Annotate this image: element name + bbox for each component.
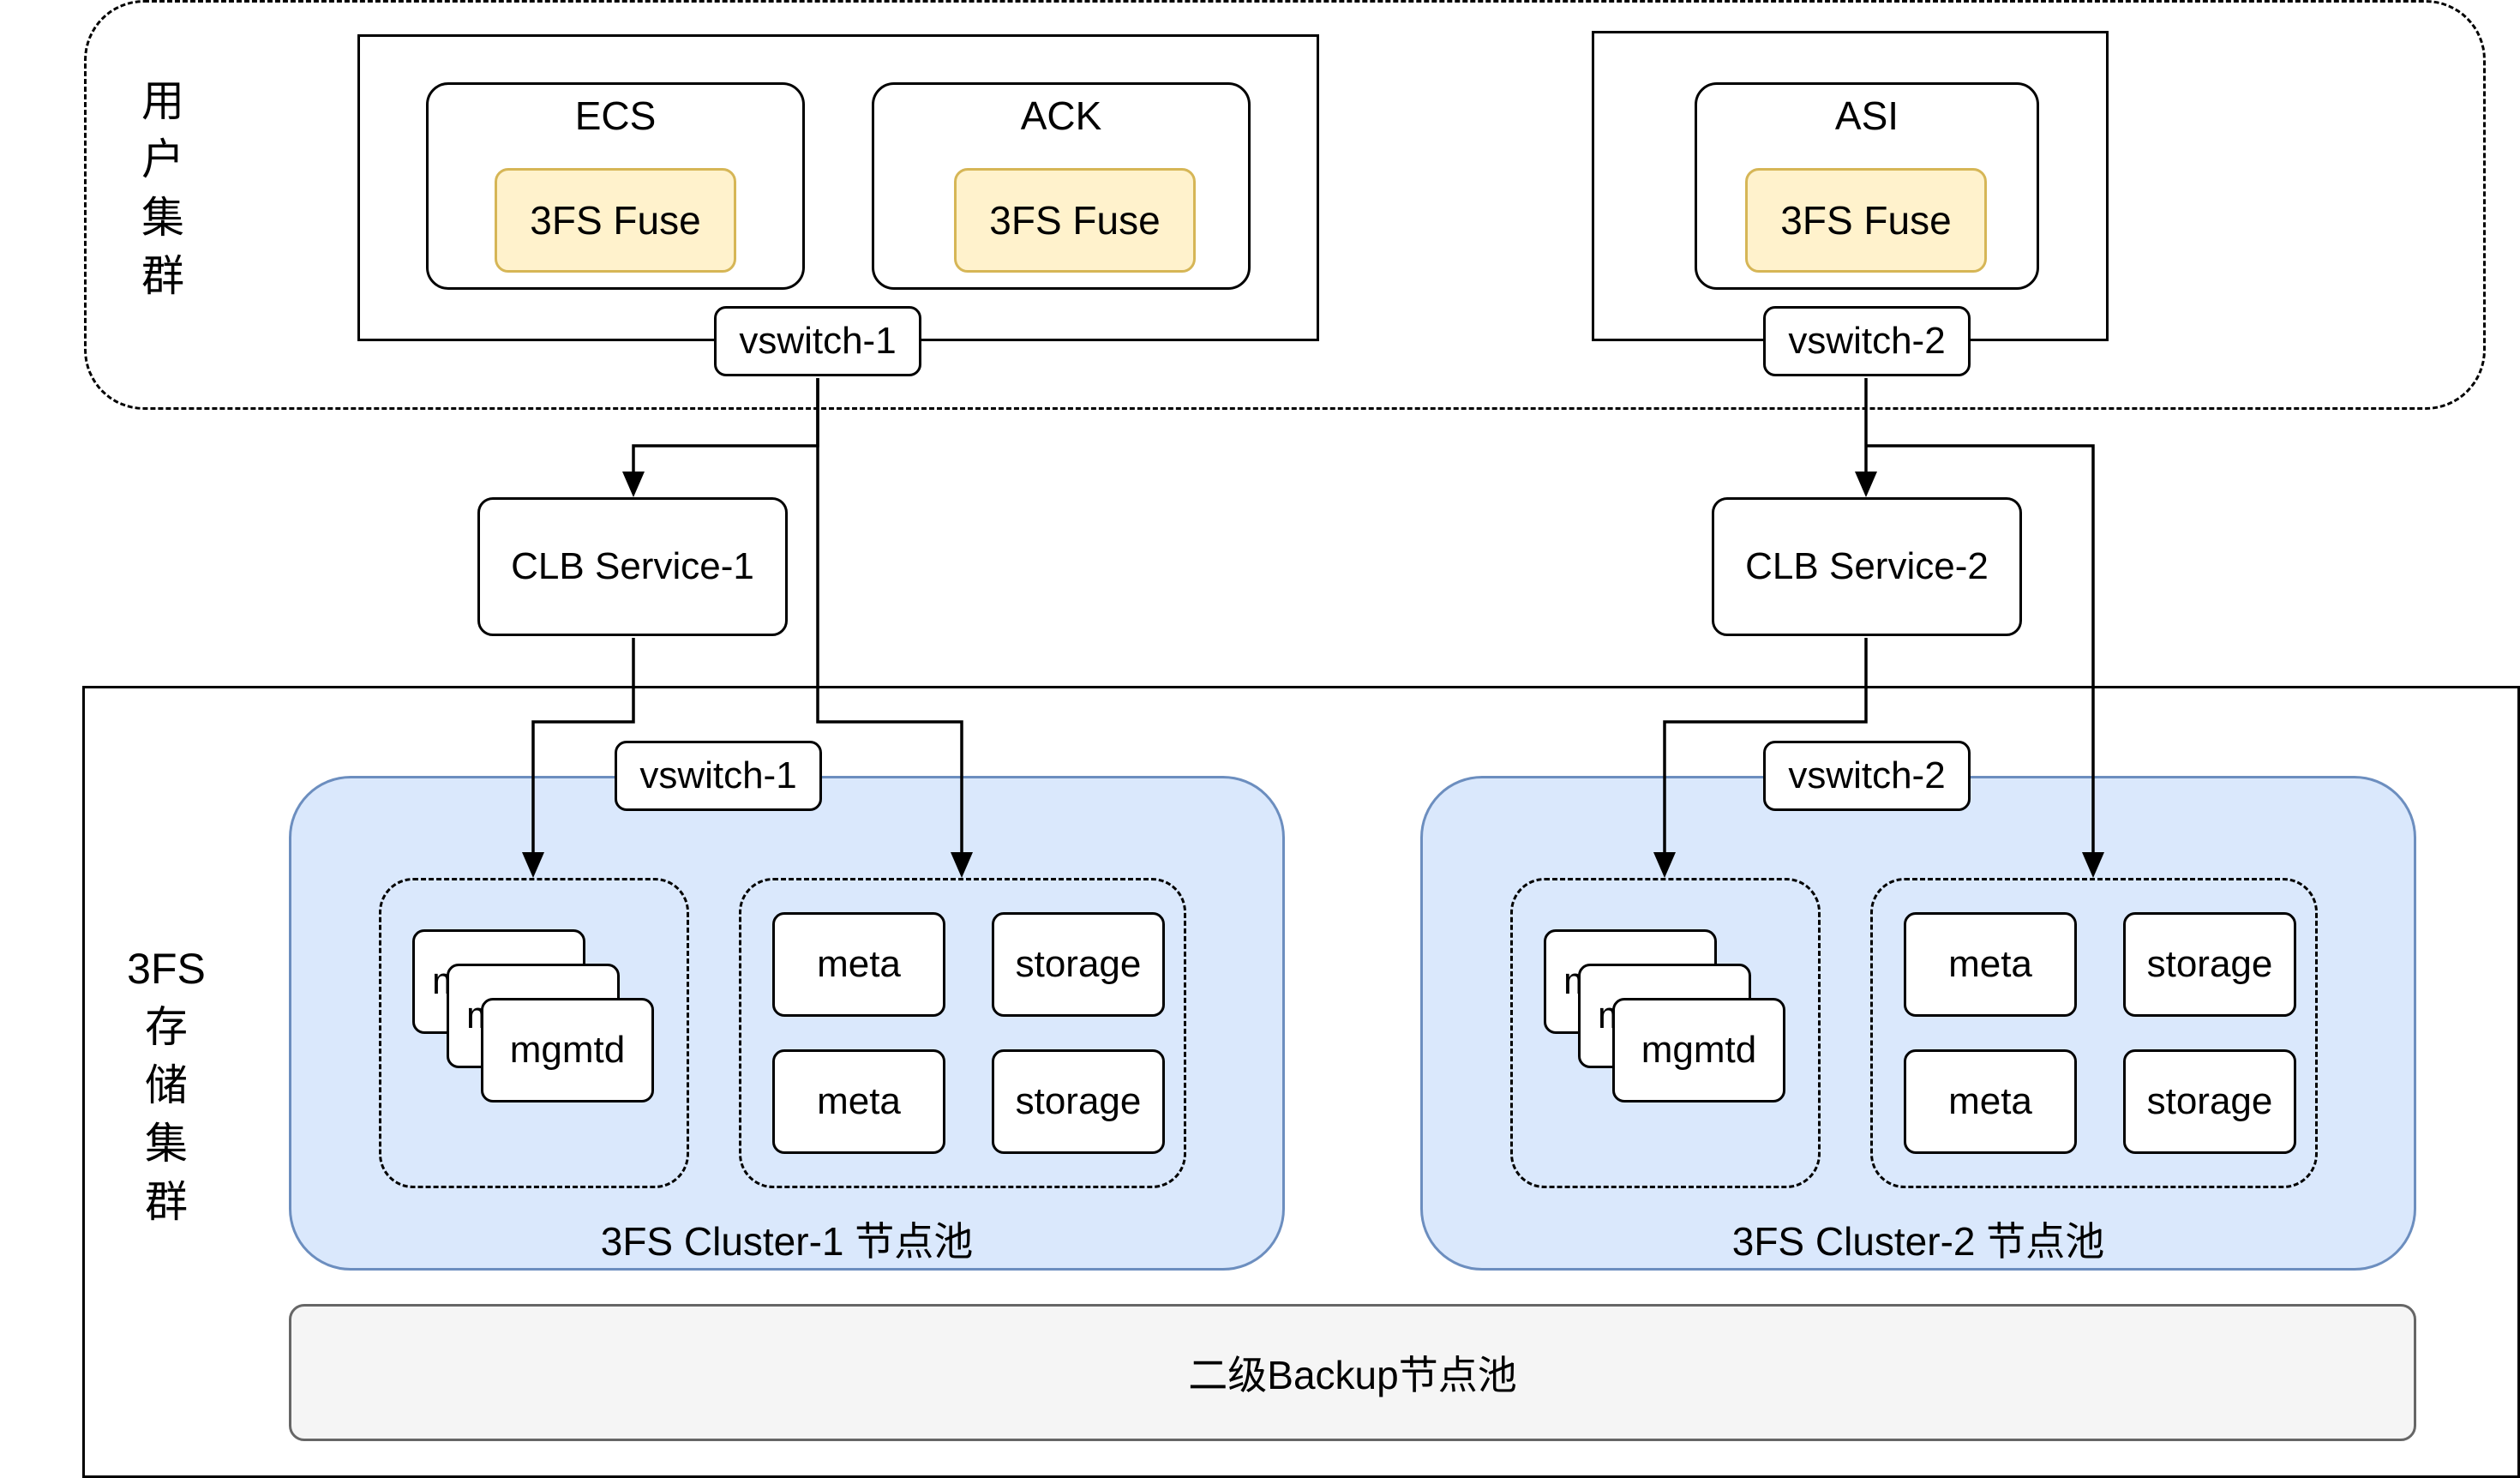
user-cluster-label: 用 户 集 群 [141,77,184,300]
vswitch-1-bottom: vswitch-1 [615,741,822,811]
connector-clb2-mgmtd-2 [1663,638,1868,866]
arrowhead-meta-storage-2 [2082,852,2104,878]
ecs-label: ECS [574,93,657,138]
asi-3fs-fuse: 3FS Fuse [1745,168,1987,273]
arrowhead-clb1 [622,472,645,497]
ack-3fs-fuse: 3FS Fuse [954,168,1196,273]
cluster-2-pool-label: 3FS Cluster-2 节点池 [1731,1219,2105,1264]
vswitch-2-bottom: vswitch-2 [1763,741,1971,811]
meta-node: meta [1904,912,2077,1017]
storage-node: storage [992,1049,1165,1154]
connector-clb1-mgmtd-1 [531,638,635,866]
connector-vswitch1-meta-storage-1 [816,378,963,866]
arrowhead-mgmtd-2 [1653,852,1676,878]
storage-node: storage [992,912,1165,1017]
asi-label: ASI [1834,93,1899,138]
meta-storage-group-1 [739,878,1186,1188]
mgmtd-card-front: mgmtd [481,998,654,1102]
storage-cluster-label: 3FS 存 储 集 群 [127,945,206,1226]
storage-cluster-region [82,686,2520,1478]
ecs-3fs-fuse: 3FS Fuse [495,168,736,273]
backup-pool: 二级Backup节点池 [289,1304,2416,1441]
arrowhead-clb2 [1855,472,1877,497]
meta-node: meta [772,912,945,1017]
cluster-1-pool-label: 3FS Cluster-1 节点池 [600,1219,974,1264]
storage-node: storage [2123,1049,2296,1154]
storage-node: storage [2123,912,2296,1017]
vswitch-1-top: vswitch-1 [714,306,921,376]
meta-storage-group-2 [1870,878,2318,1188]
arrowhead-mgmtd-1 [522,852,544,878]
vswitch-2-top: vswitch-2 [1763,306,1971,376]
ack-label: ACK [1020,93,1102,138]
mgmtd-card-front: mgmtd [1612,998,1785,1102]
clb-service-1: CLB Service-1 [477,497,788,636]
arrowhead-meta-storage-1 [951,852,973,878]
user-cluster-region [84,0,2486,410]
connector-vswitch1-clb1 [632,378,819,485]
meta-node: meta [1904,1049,2077,1154]
meta-node: meta [772,1049,945,1154]
clb-service-2: CLB Service-2 [1712,497,2022,636]
mgmtd-group-2 [1510,878,1821,1188]
connector-vswitch2-meta-storage-2 [1866,444,2095,866]
mgmtd-group-1 [379,878,689,1188]
